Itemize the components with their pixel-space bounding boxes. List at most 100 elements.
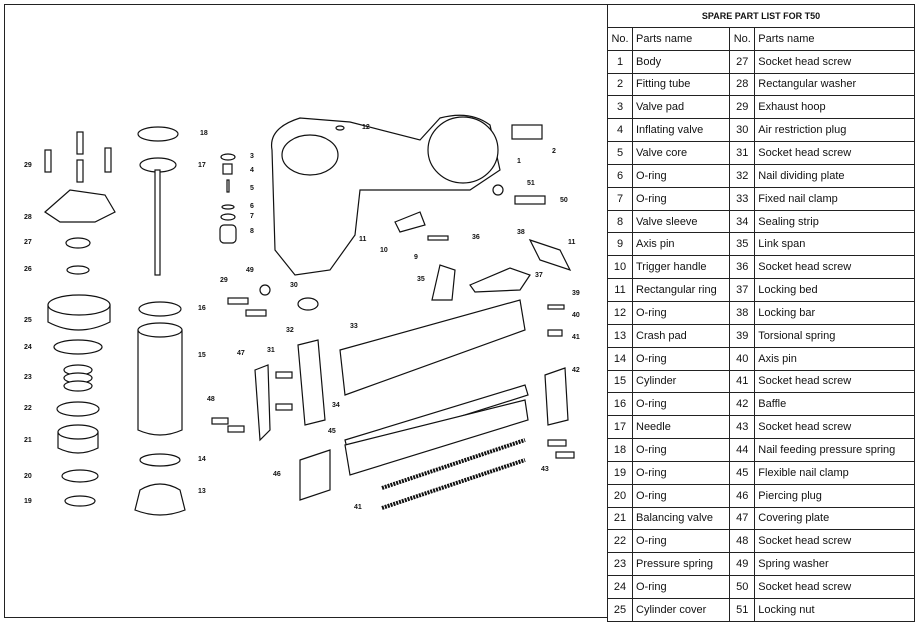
- part-name: Socket head screw: [754, 141, 915, 165]
- fixed-nail-clamp-33: [339, 299, 526, 396]
- table-title: SPARE PART LIST FOR T50: [607, 4, 915, 28]
- part-number: 37: [729, 278, 756, 302]
- part-name: Locking bed: [754, 278, 915, 302]
- baffle-42: [544, 367, 569, 426]
- part-name: Exhaust hoop: [754, 95, 915, 120]
- callout: 36: [472, 234, 480, 241]
- callout: 11: [359, 236, 367, 243]
- part-name: O-ring: [631, 186, 731, 211]
- part-name: Flexible nail clamp: [754, 460, 915, 485]
- flexible-nail-clamp-45: [344, 399, 529, 476]
- callout: 50: [560, 197, 568, 204]
- part-name: Locking bar: [754, 300, 915, 325]
- callout: 8: [250, 228, 254, 235]
- part-number: 18: [607, 438, 633, 462]
- part-name: Valve sleeve: [631, 209, 731, 234]
- part-name: Inflating valve: [631, 118, 731, 143]
- callout: 9: [414, 254, 418, 261]
- part-number: 9: [607, 232, 633, 257]
- callout: 1: [517, 158, 521, 165]
- o-ring-14: [139, 453, 181, 467]
- callout: 41: [572, 334, 580, 341]
- part-name: Needle: [631, 415, 731, 440]
- part-name: O-ring: [631, 529, 731, 554]
- part-number: 42: [729, 392, 756, 417]
- header-no: No.: [729, 26, 756, 51]
- callout: 47: [237, 350, 245, 357]
- callout: 24: [24, 344, 32, 351]
- part-number: 27: [729, 49, 756, 74]
- part-number: 10: [607, 255, 633, 280]
- link-span-35: [431, 264, 456, 301]
- table-header: No. Parts name No. Parts name: [607, 26, 915, 51]
- callout: 41: [354, 504, 362, 511]
- covering-plate-47: [254, 364, 271, 442]
- callout: 37: [535, 272, 543, 279]
- part-number: 5: [607, 141, 633, 165]
- pressure-spring-23: [63, 364, 93, 392]
- part-name: O-ring: [631, 392, 731, 417]
- callout: 10: [380, 247, 388, 254]
- part-number: 16: [607, 392, 633, 417]
- callout: 40: [572, 312, 580, 319]
- callout: 32: [286, 327, 294, 334]
- part-number: 7: [607, 186, 633, 211]
- part-name: Socket head screw: [754, 529, 915, 554]
- crash-pad-13: [134, 483, 186, 516]
- part-name: O-ring: [631, 460, 731, 485]
- piercing-plug-46: [299, 449, 331, 501]
- part-number: 30: [729, 118, 756, 143]
- o-ring-16a: [138, 301, 182, 317]
- part-number: 12: [607, 300, 633, 325]
- callout: 7: [250, 213, 254, 220]
- callout: 11: [568, 239, 576, 246]
- part-number: 11: [607, 278, 633, 302]
- part-name: Balancing valve: [631, 506, 731, 531]
- part-number: 25: [607, 597, 633, 622]
- part-number: 38: [729, 300, 756, 325]
- part-number: 31: [729, 141, 756, 165]
- exploded-parts-diagram: [44, 114, 575, 516]
- callout: 45: [328, 428, 336, 435]
- part-name: Nail dividing plate: [754, 163, 915, 188]
- callout: 28: [24, 214, 32, 221]
- callout: 21: [24, 437, 32, 444]
- callout: 19: [24, 498, 32, 505]
- callout: 4: [250, 167, 254, 174]
- callout: 12: [362, 124, 370, 131]
- part-name: Socket head screw: [754, 255, 915, 280]
- part-name: Socket head screw: [754, 575, 915, 599]
- part-name: Sealing strip: [754, 209, 915, 234]
- part-number: 46: [729, 483, 756, 508]
- part-number: 17: [607, 415, 633, 440]
- o-ring-27: [65, 237, 91, 249]
- locking-bed-37: [469, 267, 531, 293]
- part-name: Cylinder cover: [631, 597, 731, 622]
- part-number: 48: [729, 529, 756, 554]
- part-name: O-ring: [631, 346, 731, 371]
- callout: 3: [250, 153, 254, 160]
- part-number: 44: [729, 438, 756, 462]
- screws-misc: [211, 284, 575, 459]
- axis-pin-9: [427, 235, 449, 241]
- callout: 6: [250, 203, 254, 210]
- screws-29: [44, 131, 112, 183]
- fitting-tube-2: [511, 124, 543, 140]
- header-no: No.: [607, 26, 633, 51]
- part-number: 13: [607, 323, 633, 348]
- nail-dividing-plate-32: [297, 339, 326, 426]
- callout: 22: [24, 405, 32, 412]
- o-ring-12: [335, 125, 345, 131]
- part-name: Trigger handle: [631, 255, 731, 280]
